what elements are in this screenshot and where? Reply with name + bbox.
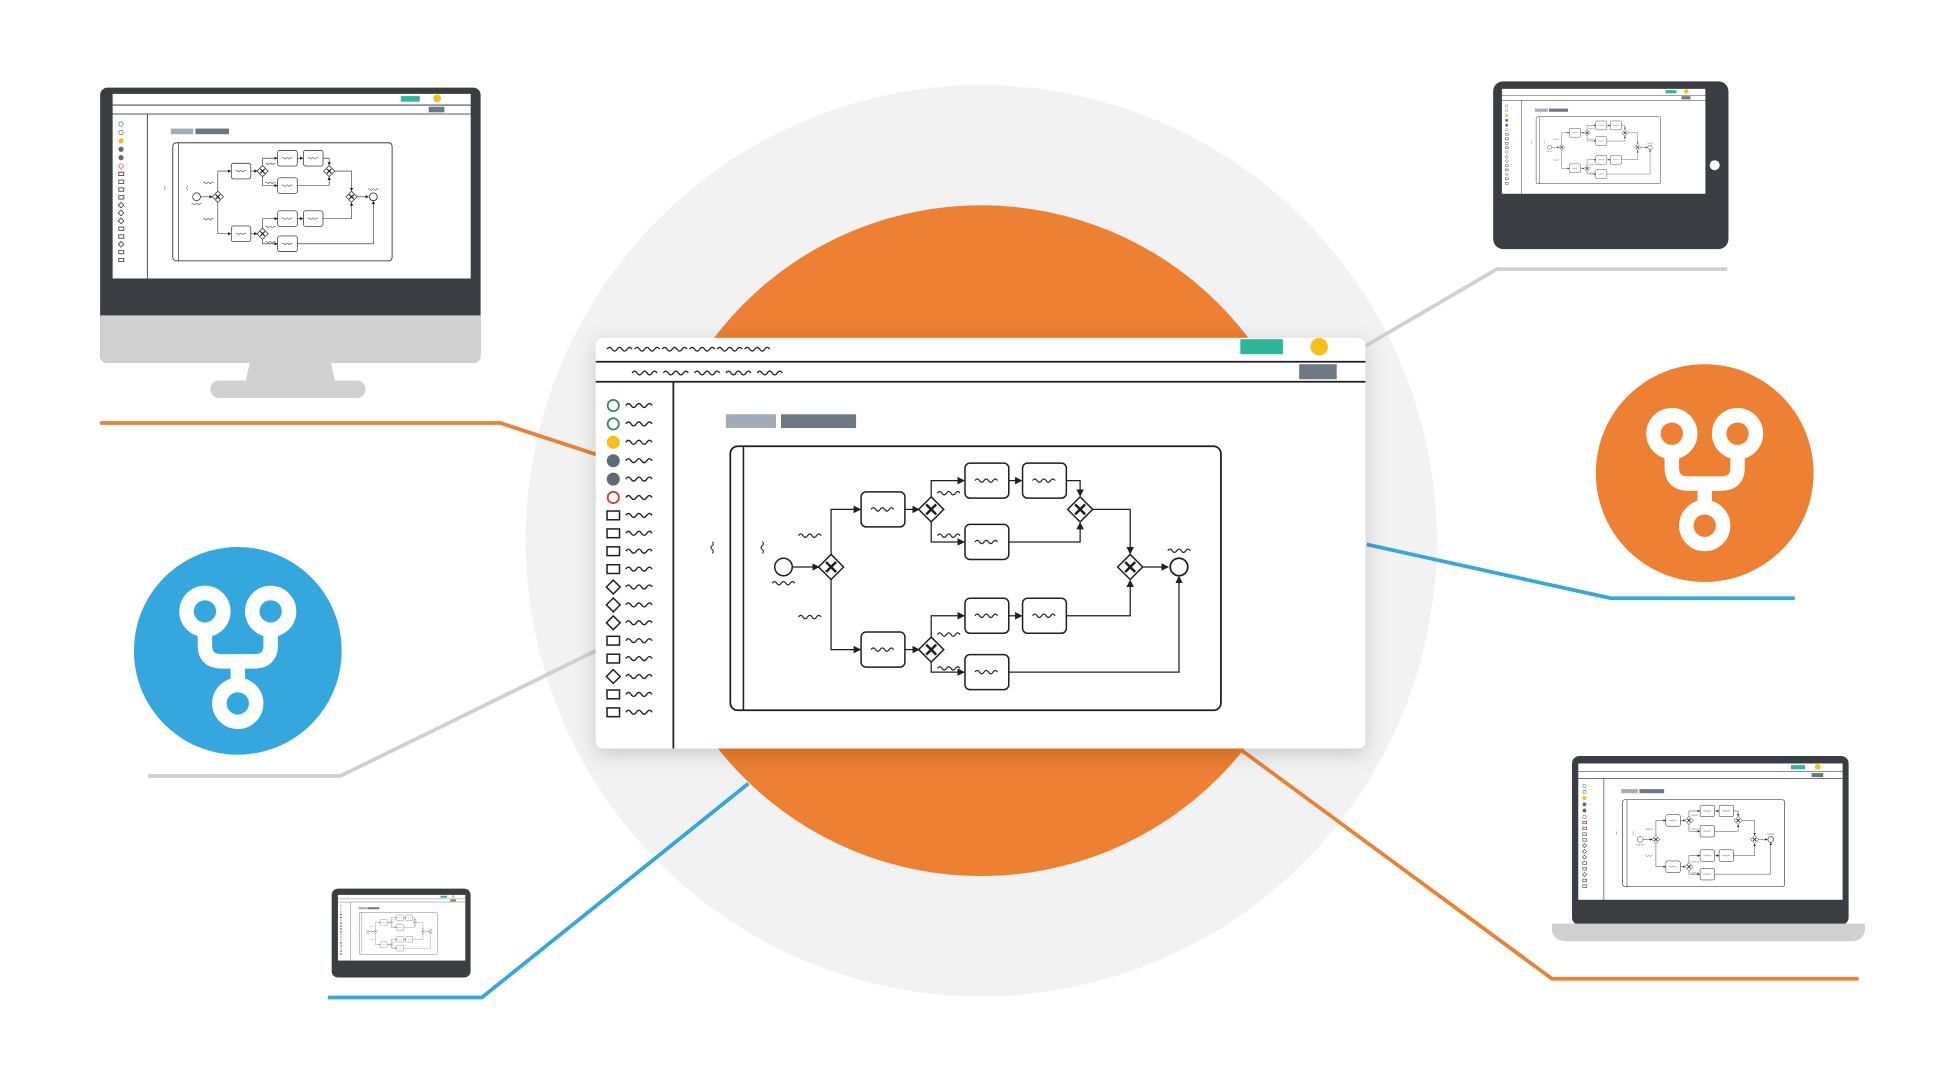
diamond-icon [605, 596, 622, 613]
primary-button[interactable] [1240, 339, 1283, 355]
circle-start-icon [606, 417, 620, 431]
circle-gray-icon [606, 454, 620, 468]
rect-icon [606, 689, 621, 700]
palette-item-rect[interactable] [606, 707, 653, 718]
rect-icon [606, 653, 621, 664]
palette-item-rect[interactable] [606, 635, 653, 646]
right-badge [1595, 364, 1814, 582]
palette-item-diamond[interactable] [605, 596, 653, 613]
connector-lines [100, 267, 1859, 1000]
rect-icon [606, 510, 621, 521]
palette-item-rect[interactable] [606, 653, 653, 664]
tab-button-2[interactable] [780, 414, 857, 429]
left-badge [133, 546, 342, 755]
rect-icon [606, 635, 621, 646]
tablet-landscape [1493, 81, 1729, 250]
palette-item-diamond[interactable] [605, 614, 653, 631]
laptop [1551, 755, 1865, 942]
small-tablet [331, 888, 471, 978]
palette-item-rect[interactable] [606, 546, 653, 557]
rect-icon [606, 546, 621, 557]
palette-item-diamond[interactable] [605, 579, 653, 595]
palette-item-rect[interactable] [606, 563, 653, 575]
diamond-icon [605, 579, 622, 595]
palette-item-circle-start[interactable] [606, 399, 653, 413]
palette-item-circle-end[interactable] [606, 491, 653, 505]
main-app-window [595, 337, 1366, 749]
toolbar-button[interactable] [1299, 364, 1337, 380]
palette-item-rect[interactable] [606, 510, 653, 521]
rect-icon [606, 707, 621, 718]
circle-start-icon [606, 399, 620, 413]
tab-button-1[interactable] [725, 414, 776, 429]
circle-gray-icon [606, 472, 620, 486]
diamond-icon [605, 668, 622, 685]
desktop-monitor [100, 87, 481, 399]
shape-palette [605, 399, 653, 718]
palette-item-circle-start[interactable] [606, 417, 653, 431]
diamond-icon [605, 614, 622, 631]
rect-icon [606, 563, 621, 575]
palette-item-circle-yellow[interactable] [606, 435, 653, 449]
palette-item-rect[interactable] [606, 528, 653, 539]
palette-item-circle-gray[interactable] [606, 472, 653, 486]
bpmn-diagram[interactable] [711, 446, 1221, 710]
palette-item-diamond[interactable] [605, 668, 653, 685]
circle-yellow-icon [606, 435, 620, 449]
rect-icon [606, 528, 621, 539]
user-avatar[interactable] [1310, 337, 1328, 356]
palette-item-rect[interactable] [606, 689, 653, 700]
circle-end-icon [606, 491, 620, 505]
palette-item-circle-gray[interactable] [606, 454, 653, 468]
